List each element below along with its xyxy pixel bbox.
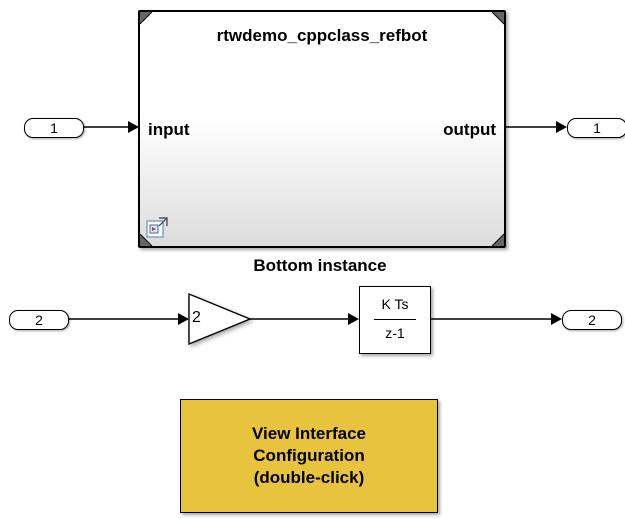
view-button-line-1: View Interface [251, 424, 367, 443]
arrow-head-out1 [556, 121, 567, 133]
view-interface-configuration-button[interactable]: View Interface Configuration (double-cli… [180, 399, 438, 513]
outport-2[interactable]: 2 [562, 310, 622, 330]
block-corner-marks [140, 12, 504, 246]
arrow-head-input [128, 121, 139, 133]
inport-1[interactable]: 1 [24, 118, 84, 138]
discrete-integrator-block[interactable]: K Ts z-1 [359, 286, 431, 354]
view-button-text: View Interface Configuration (double-cli… [252, 423, 366, 489]
model-reference-title: rtwdemo_cppclass_refbot [216, 26, 428, 45]
model-reference-caption: Bottom instance [253, 256, 387, 275]
inport-2[interactable]: 2 [9, 310, 69, 330]
integrator-numerator: K Ts [381, 296, 409, 312]
view-button-line-3: (double-click) [253, 468, 365, 487]
integrator-denominator: z-1 [385, 325, 405, 341]
fraction-bar [374, 319, 416, 320]
model-reference-block[interactable]: rtwdemo_cppclass_refbot input output [138, 10, 506, 248]
outport-1[interactable]: 1 [567, 118, 625, 138]
input-port-label: input [148, 120, 190, 139]
arrow-head-gain [178, 313, 189, 325]
view-button-line-2: Configuration [253, 446, 365, 465]
output-port-label: output [443, 120, 496, 139]
model-reference-icon[interactable] [146, 215, 170, 239]
arrow-head-out2 [551, 313, 562, 325]
gain-value: 2 [192, 309, 201, 326]
arrow-head-integrator [348, 313, 359, 325]
gain-block[interactable] [188, 292, 252, 346]
